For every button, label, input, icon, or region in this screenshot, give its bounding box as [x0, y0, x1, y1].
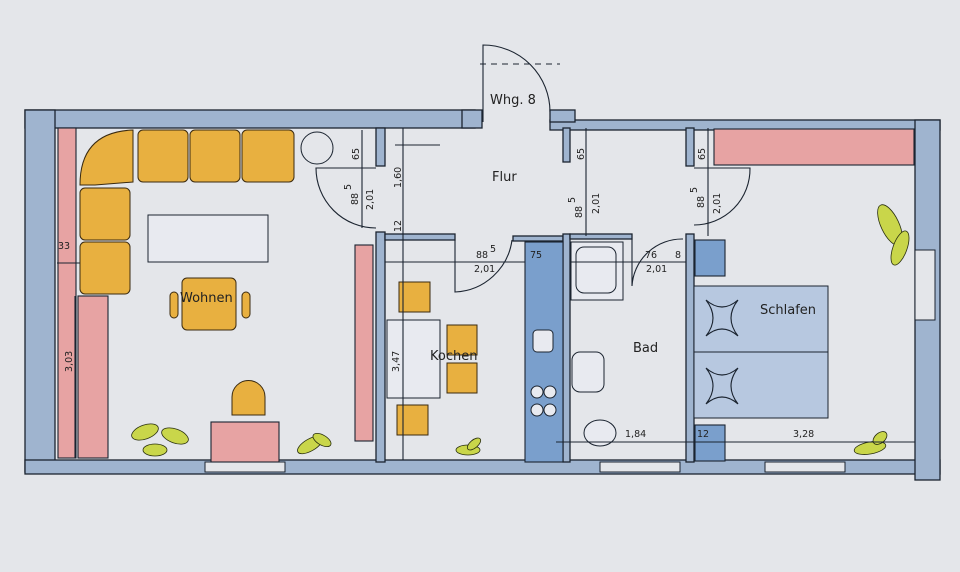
bath-fixtures	[570, 241, 624, 447]
stool	[231, 380, 266, 416]
dim-text: 65	[576, 148, 587, 160]
kitchen-furniture	[386, 241, 564, 463]
dim-text: 1,84	[625, 429, 646, 440]
dim-text: 3,28	[793, 429, 814, 440]
bedroom-furniture	[693, 128, 915, 462]
plant-icon	[877, 204, 910, 266]
nightstand	[694, 424, 726, 462]
wardrobe	[713, 128, 915, 166]
dim-text: 2,01	[591, 193, 602, 214]
dim-text: 88	[574, 206, 585, 218]
dim-text: 76	[645, 250, 657, 261]
nightstand	[694, 239, 726, 277]
plants	[131, 204, 910, 457]
outer-walls	[24, 109, 941, 481]
dim-text: 88	[350, 193, 361, 205]
round-table	[300, 131, 334, 165]
washbasin	[571, 351, 605, 393]
plant-icon	[131, 423, 189, 457]
dim-text: 5	[490, 244, 496, 255]
sink	[532, 329, 554, 353]
dim-text: 5	[343, 184, 354, 190]
dim-text: 2,01	[712, 193, 723, 214]
dim-text: 3,03	[64, 351, 75, 372]
dimension-lines	[57, 128, 915, 460]
dim-text: 8	[675, 250, 681, 261]
dim-text: 5	[689, 187, 700, 193]
room-label-kitchen: Kochen	[430, 349, 477, 364]
living-furniture	[57, 127, 374, 463]
dim-text: 75	[530, 250, 542, 261]
bed-bottom	[693, 351, 829, 419]
armchair	[181, 277, 237, 331]
plant-icon	[853, 431, 888, 455]
dim-text: 12	[697, 429, 709, 440]
kitchen-divider-shelf	[354, 244, 374, 442]
dim-text: 2,01	[646, 264, 667, 275]
toilet	[583, 419, 617, 447]
dim-text: 33	[58, 241, 70, 252]
dimension-labels: 65 88 5 2,01 1,60 12 33 3,03 3,47 88 5 2…	[58, 148, 814, 440]
room-label-hall: Flur	[492, 170, 517, 185]
unit-label: Whg. 8	[490, 93, 536, 108]
dim-text: 65	[697, 148, 708, 160]
dim-text: 12	[393, 220, 404, 232]
sideboard	[77, 295, 109, 459]
dim-text: 3,47	[391, 351, 402, 372]
corner-sofa	[79, 129, 134, 186]
room-label-living: Wohnen	[180, 291, 233, 306]
coffee-table	[147, 214, 269, 263]
dim-text: 2,01	[365, 189, 376, 210]
room-label-bedroom: Schlafen	[760, 303, 816, 318]
dim-text: 2,01	[474, 264, 495, 275]
dim-text: 1,60	[393, 167, 404, 188]
plant-icon	[297, 432, 332, 455]
dim-text: 5	[567, 197, 578, 203]
dim-text: 88	[696, 196, 707, 208]
tv-cabinet	[210, 421, 280, 463]
plant-icon	[455, 437, 482, 456]
dim-text: 65	[351, 148, 362, 160]
doors	[315, 44, 751, 293]
dining-table	[386, 319, 441, 399]
interior-walls	[375, 109, 695, 463]
bed-top	[693, 285, 829, 353]
room-label-bath: Bad	[633, 341, 658, 356]
dim-text: 88	[476, 250, 488, 261]
wall-shelf	[57, 127, 77, 459]
